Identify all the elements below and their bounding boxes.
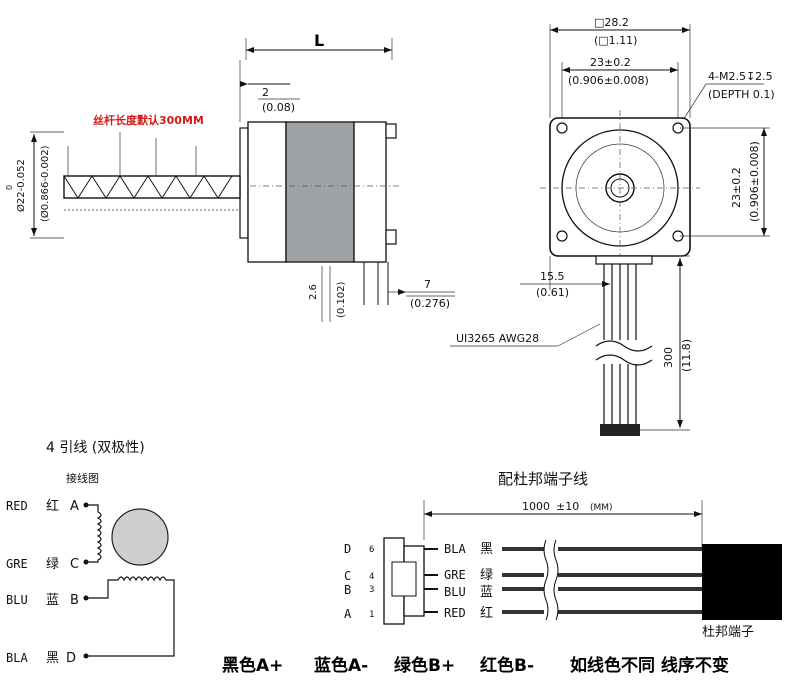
- conn-wire-gre: GRE: [444, 568, 466, 582]
- terminal-label: 杜邦端子: [702, 625, 754, 640]
- map-green: 绿色B+: [394, 655, 455, 676]
- wire-red-cn: 红: [46, 498, 59, 514]
- conn-wire-red: RED: [444, 606, 466, 620]
- wire-gre: GRE: [6, 557, 28, 571]
- lead-screw: [63, 175, 241, 199]
- dim-vhole-in: (0.906±0.008): [748, 141, 761, 222]
- motor-body: [285, 121, 355, 263]
- pin-b-letter: B: [344, 583, 351, 597]
- pin-c-num: 4: [369, 572, 374, 582]
- pin-b-num: 3: [369, 585, 374, 595]
- wiring-diagram: 4 引线 (双极性) 接线图 RED 红 A GRE 绿 C BLU 蓝 B B…: [6, 440, 175, 666]
- pin-d-num: 6: [369, 545, 374, 555]
- dim-offset-mm: 15.5: [540, 270, 565, 283]
- wire-blu-cn: 蓝: [46, 593, 59, 608]
- dim-lead-in: (0.276): [410, 297, 450, 310]
- wire-red-phase: A: [70, 499, 79, 514]
- pin-d-letter: D: [344, 542, 351, 556]
- pin-a-letter: A: [344, 607, 352, 621]
- rod-length-note: 丝杆长度默认300MM: [93, 113, 204, 127]
- wire-red: RED: [6, 499, 28, 513]
- dim-hole-in: (0.906±0.008): [568, 74, 649, 87]
- wiring-subtitle: 接线图: [66, 471, 99, 485]
- dim-shaft-mm: Ø22-0.052: [15, 159, 27, 212]
- footer-note: 如线色不同 线序不变: [570, 655, 729, 676]
- wire-bla: BLA: [6, 651, 28, 665]
- side-view: L 2 (0.08) 丝杆长度默认300MM Ø22-0.052 0: [5, 31, 455, 322]
- conn-wire-gre-cn: 绿: [480, 568, 493, 583]
- pin-a-num: 1: [369, 610, 374, 620]
- wire-bla-phase: D: [66, 651, 76, 666]
- dim-shaft-in: (Ø0.866-0.002): [39, 145, 51, 222]
- conn-wire-bla: BLA: [444, 542, 466, 556]
- dim-cable-mm: 300: [662, 347, 675, 368]
- footer-mapping: 黑色A+ 蓝色A- 绿色B+ 红色B- 如线色不同 线序不变: [222, 655, 729, 676]
- dim-body-in: (□1.11): [594, 34, 637, 47]
- connector-title: 配杜邦端子线: [498, 470, 588, 488]
- dim-flange-mm: 2: [262, 86, 269, 99]
- rotor-symbol: [111, 508, 169, 566]
- dim-flange-in: (0.08): [262, 101, 295, 114]
- dim-step-in: (0.102): [336, 281, 347, 318]
- connector-diagram: 配杜邦端子线 1000 ±10 (MM) D 6 C 4 B 3 A 1 BLA…: [344, 470, 782, 640]
- length-label: L: [314, 31, 324, 50]
- wire-blu: BLU: [6, 593, 28, 607]
- dim-cable-in: (11.8): [680, 339, 693, 372]
- dupont-terminal: [702, 544, 782, 620]
- cable-spec: UI3265 AWG28: [456, 332, 539, 345]
- wire-gre-cn: 绿: [46, 557, 59, 572]
- dim-body-mm: □28.2: [594, 16, 629, 29]
- dim-vhole-mm: 23±0.2: [730, 167, 743, 208]
- dim-shaft-tol: 0: [5, 185, 14, 190]
- conn-wire-blu-cn: 蓝: [480, 585, 493, 600]
- dim-screw: 4-M2.5↧2.5: [708, 70, 773, 83]
- map-black: 黑色A+: [222, 655, 283, 676]
- dim-depth: (DEPTH 0.1): [708, 88, 775, 101]
- wire-gre-phase: C: [70, 557, 79, 572]
- length-tol: ±10: [556, 500, 579, 513]
- length-unit: (MM): [590, 503, 613, 513]
- wire-ends: [600, 424, 640, 436]
- dim-lead-mm: 7: [424, 278, 431, 291]
- map-blue: 蓝色A-: [314, 655, 368, 676]
- dim-hole-mm: 23±0.2: [590, 56, 631, 69]
- wiring-title: 4 引线 (双极性): [46, 440, 145, 456]
- wire-blu-phase: B: [70, 593, 79, 608]
- pin-c-letter: C: [344, 569, 351, 583]
- conn-wire-blu: BLU: [444, 585, 466, 599]
- dim-offset-in: (0.61): [536, 286, 569, 299]
- wire-bla-cn: 黑: [46, 651, 59, 666]
- conn-wire-red-cn: 红: [480, 605, 493, 621]
- front-view: □28.2 (□1.11) 23±0.2 (0.906±0.008) 4-M2.…: [450, 16, 775, 436]
- map-red: 红色B-: [480, 655, 534, 676]
- length-value: 1000: [522, 500, 550, 513]
- dim-step-mm: 2.6: [308, 284, 319, 300]
- conn-wire-bla-cn: 黑: [480, 542, 493, 557]
